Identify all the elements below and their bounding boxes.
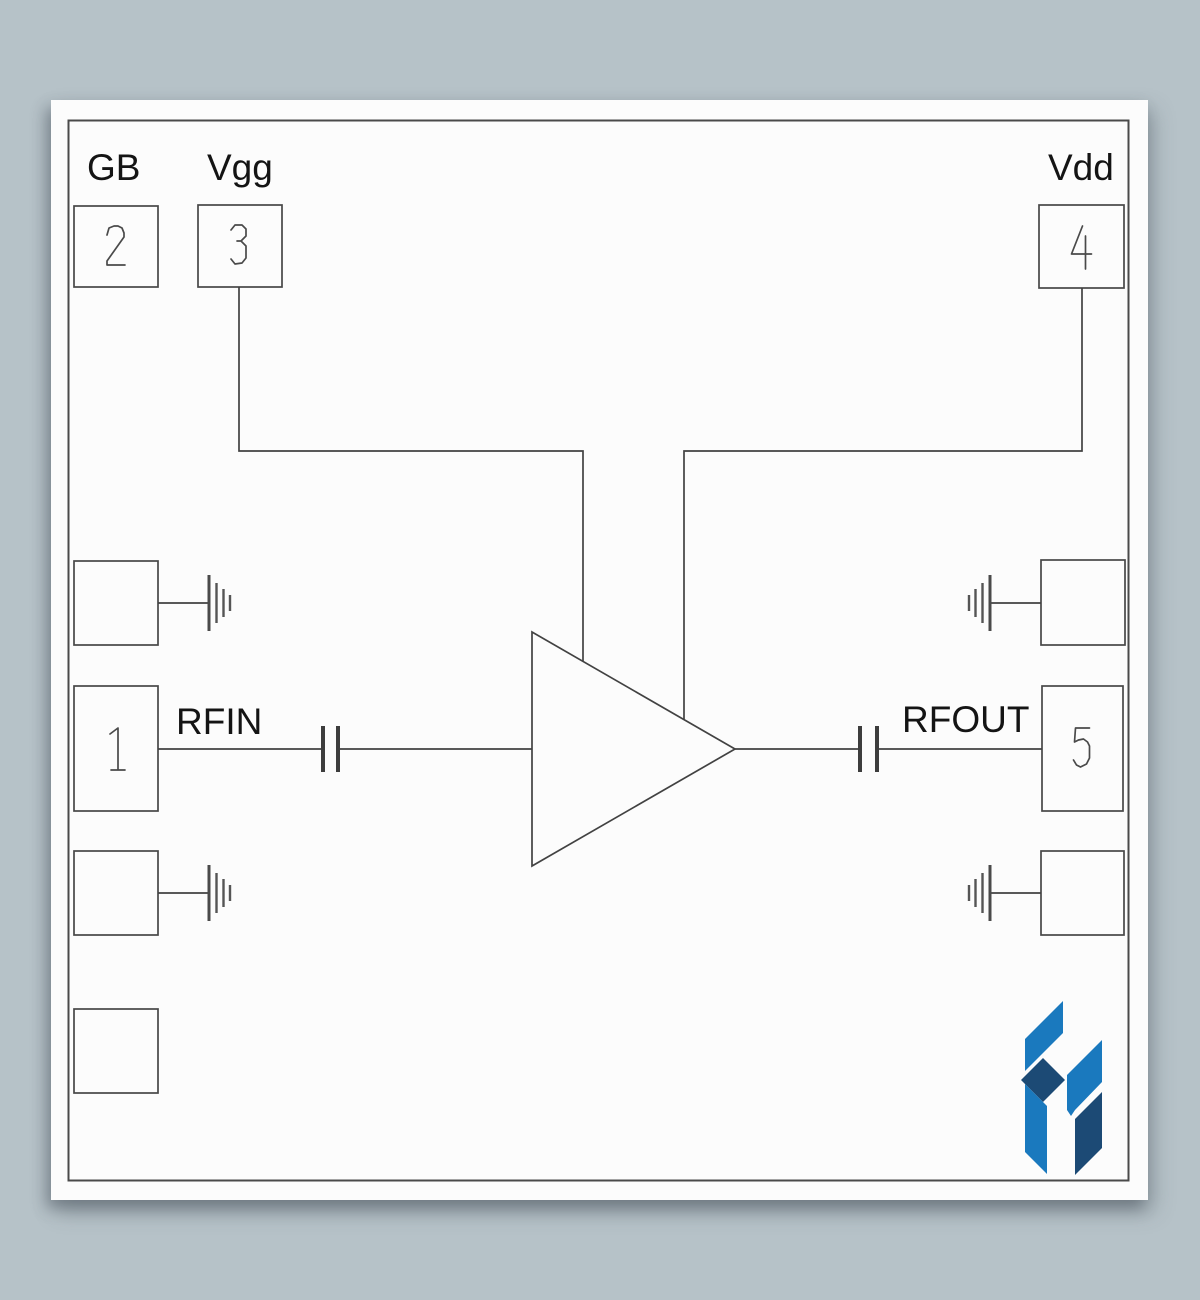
pin-3-number: [230, 224, 247, 265]
pin-5-number: [1072, 727, 1091, 768]
pin-2-number: [106, 225, 126, 266]
ground-icon-right-bottom: [967, 865, 1041, 921]
logo-bar-bottom-left: [1025, 1084, 1047, 1174]
logo-band-top-left: [1025, 1001, 1063, 1071]
input-capacitor-icon: [321, 726, 340, 772]
vgg-trace: [238, 287, 584, 661]
logo-band-right: [1067, 1040, 1102, 1116]
logo-bar-bottom-right: [1075, 1092, 1102, 1175]
pad-pin-3: [197, 204, 283, 288]
company-logo-icon: [1021, 1001, 1102, 1175]
label-gb: GB: [87, 147, 140, 188]
ground-icon-right-top: [967, 575, 1041, 631]
pad-unused: [73, 1008, 159, 1094]
schematic-sheet: [51, 100, 1148, 1200]
pad-ground-left-top: [73, 560, 159, 646]
pin-1-number: [109, 727, 126, 771]
output-capacitor-icon: [858, 726, 879, 772]
pad-pin-1: [73, 685, 159, 812]
label-rfout: RFOUT: [902, 699, 1029, 740]
vdd-trace: [683, 288, 1083, 720]
pad-pin-5: [1041, 685, 1124, 812]
pad-ground-left-bottom: [73, 850, 159, 936]
label-vgg: Vgg: [207, 147, 273, 188]
ground-icon-left-bottom: [158, 865, 232, 921]
label-rfin: RFIN: [176, 701, 262, 742]
schematic-border: [67, 119, 1130, 1182]
pad-ground-right-bottom: [1040, 850, 1125, 936]
pin-4-number: [1070, 225, 1093, 270]
ground-icon-left-top: [158, 575, 232, 631]
pad-pin-4: [1038, 204, 1125, 289]
pad-ground-right-top: [1040, 559, 1126, 646]
amplifier-triangle-icon: [531, 630, 737, 868]
pad-pin-2: [73, 205, 159, 288]
label-vdd: Vdd: [1048, 147, 1114, 188]
